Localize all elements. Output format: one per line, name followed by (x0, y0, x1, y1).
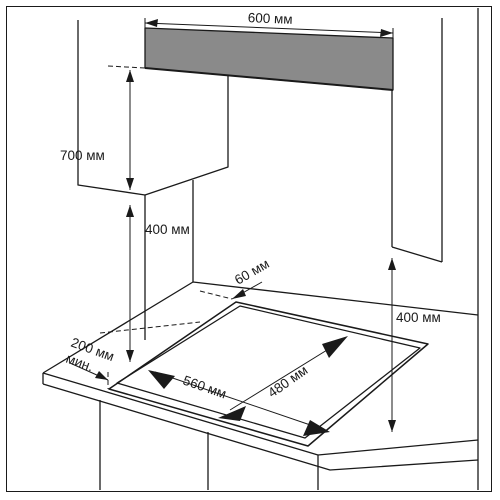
left-wall-cabinet (77, 20, 229, 196)
back-gap-label: 60 мм (232, 256, 272, 288)
right-tall-cabinet (391, 8, 479, 490)
reference-dashes (99, 65, 233, 389)
left-clearance-label: 400 мм (145, 222, 190, 237)
right-clearance-label: 400 мм (396, 310, 441, 325)
lower-cabinet (99, 400, 209, 490)
hood (144, 27, 394, 91)
dimension-arrows (95, 19, 396, 436)
hob-cooktop (108, 301, 429, 447)
back-wall-edges (144, 180, 194, 340)
countertop (42, 281, 479, 490)
cutout-depth-label: 480 мм (265, 362, 310, 400)
cutout-width-label: 560 мм (181, 373, 228, 402)
cabinet-height-label: 700 мм (60, 148, 105, 163)
diagram-frame (6, 6, 492, 492)
hood-width-label: 600 мм (247, 10, 292, 27)
